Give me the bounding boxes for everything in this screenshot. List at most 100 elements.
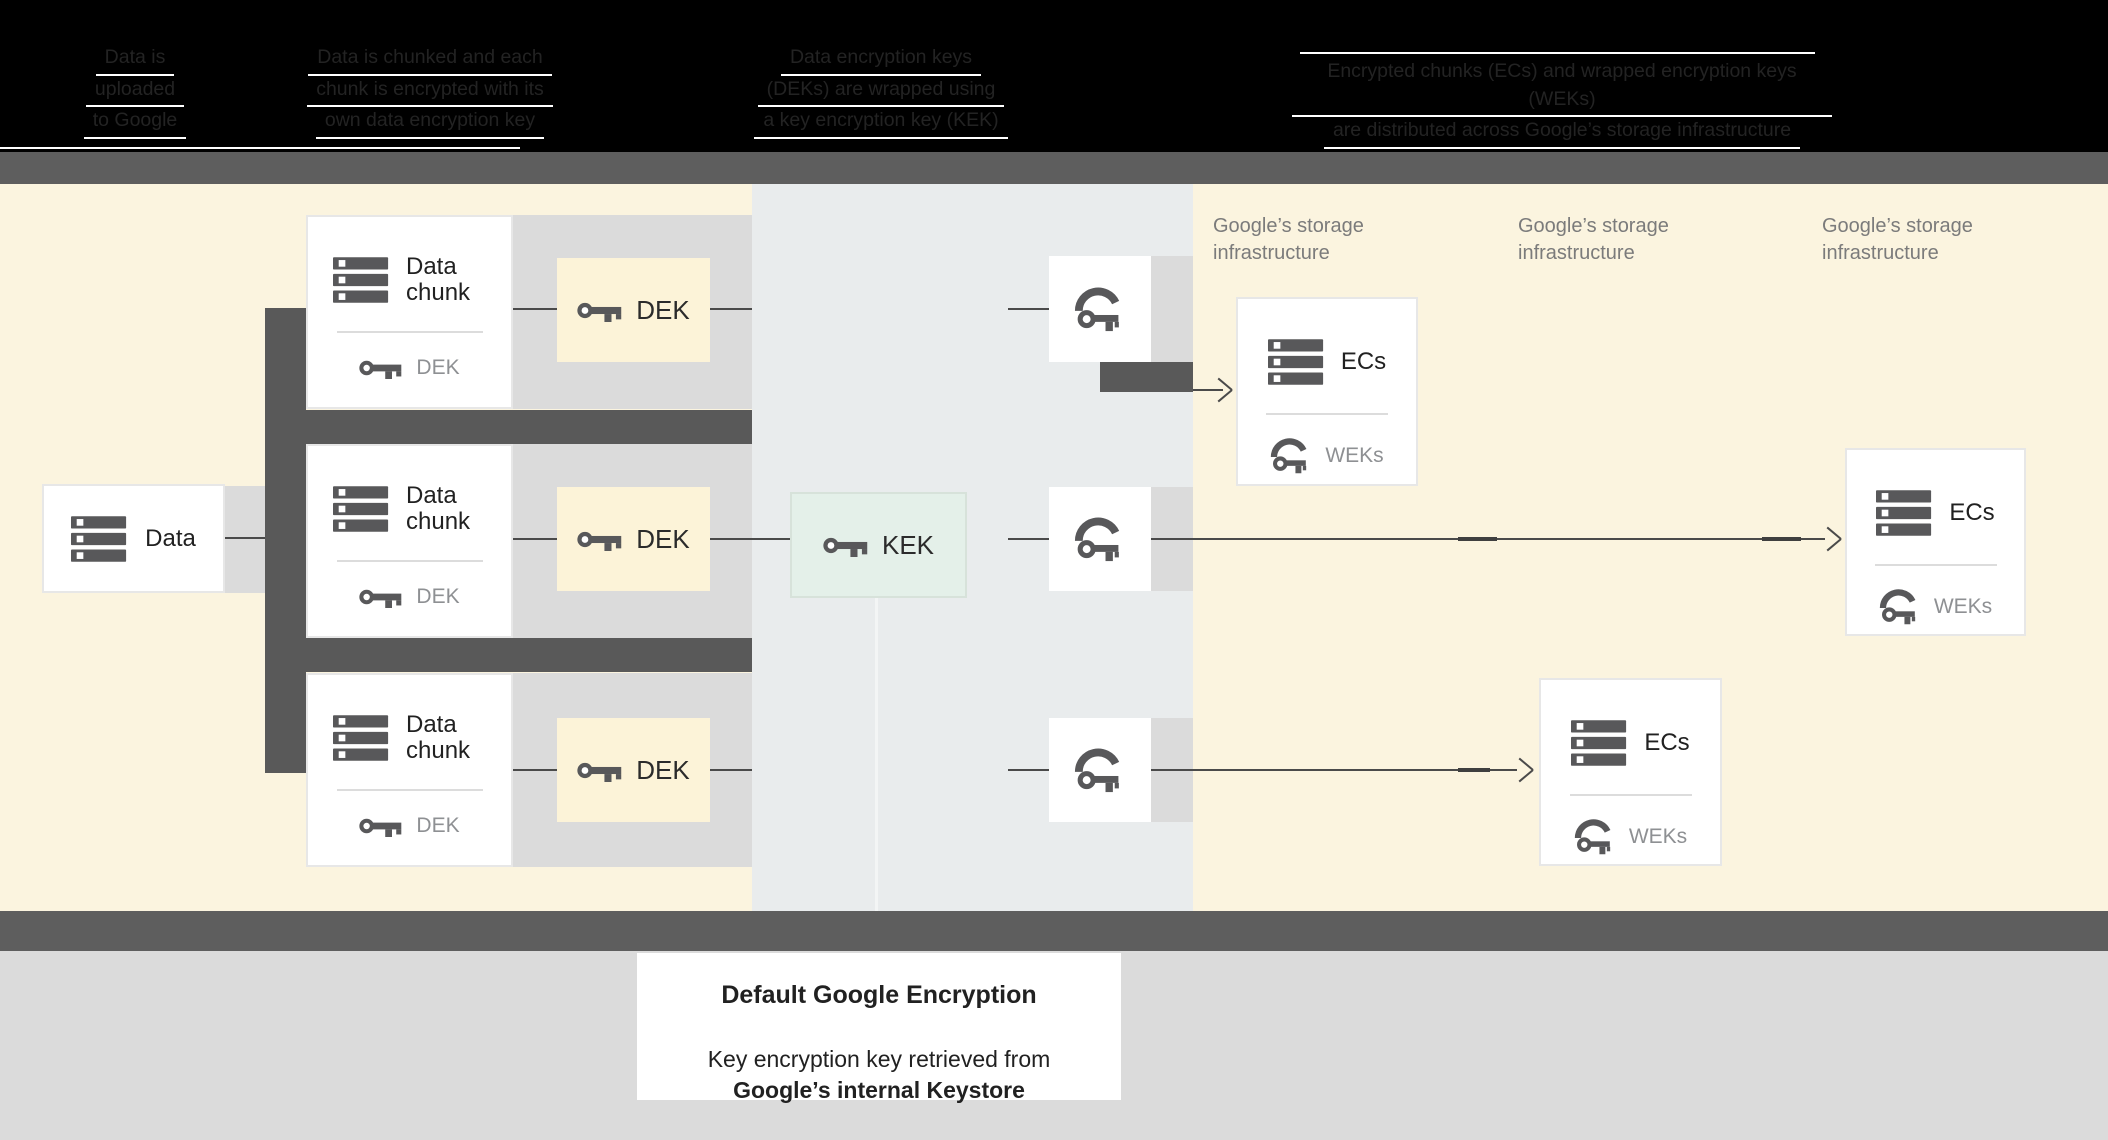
data-chunk-card-2: Data chunk DEK (306, 444, 513, 638)
header-step-wrapped: Data encryption keys (DEKs) are wrapped … (722, 44, 1040, 139)
chunk-dek-label: DEK (416, 585, 460, 608)
kek-caption-connector-upper (875, 598, 878, 911)
header-step-chunked: Data is chunked and each chunk is encryp… (285, 44, 575, 139)
wrapped-key-box-1 (1049, 256, 1151, 362)
header-text-line: Data is (95, 44, 175, 76)
dek-label: DEK (636, 754, 690, 785)
chunk-dek-label: DEK (416, 356, 460, 379)
header-step-upload: Data is uploaded to Google (35, 44, 235, 139)
dek-box-3: DEK (557, 718, 710, 822)
header-text-line: chunk is encrypted with its (307, 76, 553, 107)
storage-infra-label-2: Google’s storage infrastructure (1518, 215, 1669, 264)
data-label: Data (145, 524, 196, 552)
header-text-line: Data encryption keys (780, 44, 982, 76)
caption-box: Default Google Encryption Key encryption… (637, 953, 1121, 1103)
ec-title: ECs (1644, 729, 1690, 756)
kek-label: KEK (881, 529, 935, 560)
header-text-line: to Google (83, 107, 187, 139)
data-server-icon (333, 486, 390, 532)
ec-title: ECs (1949, 499, 1995, 526)
row2-dek-to-kek-line (710, 538, 790, 540)
row1-dek-out-line (710, 308, 752, 310)
header-text-line: Data is chunked and each (308, 44, 552, 76)
wrapped-key-icon (1879, 588, 1921, 625)
data-server-icon (1571, 720, 1628, 766)
dek-label: DEK (636, 294, 690, 325)
data-server-icon (71, 515, 128, 562)
row3-arrow-shaft (1151, 769, 1517, 771)
row2-wek-in-line (1008, 538, 1049, 540)
header-text-line: a key encryption key (KEK) (754, 107, 1008, 139)
data-server-icon (333, 715, 390, 761)
row1-wek-in-line (1008, 308, 1049, 310)
dek-box-1: DEK (557, 258, 710, 362)
row-divider-bar-2 (265, 638, 752, 672)
header-text-line: Encrypted chunks (ECs) and wrapped encry… (1292, 58, 1832, 117)
card-separator (1266, 413, 1388, 415)
row3-arrow-thick-segment (1458, 768, 1490, 772)
ec-card-3: ECs WEKs (1539, 678, 1722, 866)
ec-card-1: ECs WEKs (1236, 297, 1418, 486)
storage-infra-label-1: Google’s storage infrastructure (1213, 215, 1364, 264)
header-artifact-line (1300, 52, 1815, 54)
row-divider-bar-1 (265, 410, 752, 444)
wrapped-key-icon (1074, 286, 1126, 332)
row1-card-to-dek-line (513, 308, 557, 310)
caption-line1: Key encryption key retrieved from (707, 1046, 1051, 1072)
row2-card-to-dek-line (513, 538, 557, 540)
row1-arrowhead (1214, 381, 1232, 399)
row2-arrow-thick-segment (1458, 537, 1497, 541)
wrapped-key-icon (1270, 437, 1312, 474)
chunk-title: Data chunk (406, 253, 471, 306)
header-artifact-line (0, 147, 520, 149)
trunk-connector (265, 308, 306, 773)
caption-line2: Google’s internal Keystore (733, 1077, 1025, 1103)
wrapped-key-icon (1074, 516, 1126, 562)
ec-card-2: ECs WEKs (1845, 448, 2026, 636)
card-separator (1569, 794, 1692, 796)
key-icon (577, 526, 623, 553)
key-icon (823, 532, 869, 559)
caption-title: Default Google Encryption (721, 981, 1037, 1009)
wrapped-key-icon (1074, 747, 1126, 793)
row3-arrowhead (1515, 761, 1533, 779)
row3-card-to-dek-line (513, 769, 557, 771)
key-icon (359, 355, 403, 381)
ec-weks-label: WEKs (1325, 443, 1384, 467)
chunk-title: Data chunk (406, 482, 471, 535)
header-text-line: (DEKs) are wrapped using (757, 76, 1005, 107)
ec-weks-label: WEKs (1933, 594, 1993, 618)
ec-title: ECs (1340, 348, 1387, 375)
top-divider-bar (0, 152, 2108, 184)
key-icon (359, 813, 403, 839)
card-separator (1874, 564, 1997, 566)
row3-dek-out-line (710, 769, 752, 771)
bottom-divider-bar (0, 911, 2108, 951)
data-server-icon (1876, 490, 1933, 536)
wrapped-key-box-2 (1049, 487, 1151, 591)
key-icon (359, 584, 403, 610)
data-chunk-card-3: Data chunk DEK (306, 673, 513, 867)
row1-thick-connector (1100, 362, 1193, 392)
header-step-distributed: Encrypted chunks (ECs) and wrapped encry… (1292, 58, 1832, 149)
key-icon (577, 757, 623, 784)
header-text-line: uploaded (85, 76, 185, 107)
storage-infra-label-3: Google’s storage infrastructure (1822, 215, 1973, 264)
chunk-dek-label: DEK (416, 814, 460, 837)
header-text-line: own data encryption key (315, 107, 545, 139)
card-separator (336, 789, 483, 791)
data-node: Data (42, 484, 225, 593)
key-icon (577, 297, 623, 324)
card-separator (336, 560, 483, 562)
dek-label: DEK (636, 523, 690, 554)
row2-arrowhead (1823, 530, 1841, 548)
row2-arrow-thick-segment (1762, 537, 1801, 541)
data-server-icon (1267, 339, 1325, 385)
data-server-icon (333, 257, 390, 303)
ec-weks-label: WEKs (1628, 824, 1688, 848)
dek-box-2: DEK (557, 487, 710, 591)
kek-box: KEK (790, 492, 967, 598)
row3-wek-in-line (1008, 769, 1049, 771)
wek-band-1 (1151, 256, 1193, 362)
